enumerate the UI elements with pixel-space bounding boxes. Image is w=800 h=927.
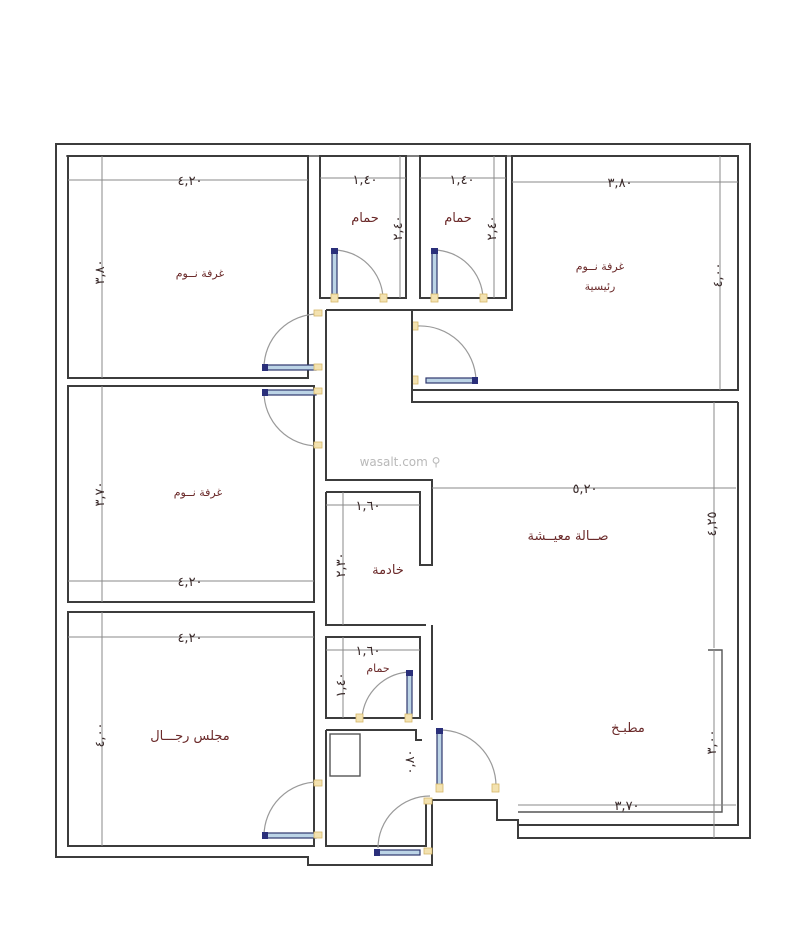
dimension-height: ٣,٨٠ [93, 259, 108, 284]
room-bedroom-mid-left: ٤,٢٠ ٣,٧٠ غرفة نــوم [67, 385, 323, 603]
entrance-dimension: ٠,٨٠ [403, 749, 418, 774]
room-label-2: رئيسية [585, 280, 616, 293]
dimension-width: ٥,٢٠ [572, 482, 597, 497]
dimension-height: ٤,٠٠ [711, 262, 726, 287]
dimension-width: ١,٦٠ [355, 644, 380, 659]
dimension-width: ١,٦٠ [355, 499, 380, 514]
room-label: مطبـخ [611, 721, 645, 736]
room-bedroom-top-left: ٤,٢٠ ٣,٨٠ غرفة نــوم [67, 155, 323, 379]
dimension-height: ٢,٣٠ [334, 552, 349, 577]
room-master-bedroom: ٣,٨٠ ٤,٠٠ غرفة نــوم رئيسية [411, 155, 739, 391]
dimension-height: ١,٤٠ [334, 672, 349, 697]
entrance-lobby: ٠,٨٠ [325, 729, 433, 856]
room-label: غرفة نــوم [174, 486, 223, 499]
dimension-width: ٣,٧٠ [614, 799, 639, 814]
room-label: حمام [366, 662, 389, 675]
dimension-width: ٤,٢٠ [177, 631, 202, 646]
room-label: حمام [444, 211, 472, 226]
dimension-width: ٤,٢٠ [177, 575, 202, 590]
dimension-width: ١,٤٠ [449, 173, 474, 188]
room-bathroom-3: ١,٦٠ ١,٤٠ حمام [325, 636, 421, 723]
dimension-height: ٤,٠٠ [93, 722, 108, 747]
room-mens-majlis: ٤,٢٠ ٤,٠٠ مجلس رجـــال [67, 611, 323, 847]
dimension-height: ٣,٧٠ [93, 481, 108, 506]
room-living-hall: ٥,٢٠ ٤,٢٥ صــالة معيــشة [431, 402, 739, 826]
room-label: غرفة نــوم [176, 267, 225, 280]
room-label: مجلس رجـــال [150, 729, 230, 744]
room-label: حمام [351, 211, 379, 226]
room-maid: ١,٦٠ ٢,٣٠ خادمة [325, 490, 433, 626]
dimension-height: ٣,٠٠ [705, 729, 720, 754]
dimension-height: ٢,٤٠ [391, 215, 406, 240]
room-label: صــالة معيــشة [527, 529, 608, 544]
room-bathroom-1: ١,٤٠ ٢,٤٠ حمام [319, 155, 407, 303]
room-bathroom-2: ١,٤٠ ٢,٤٠ حمام [419, 155, 507, 303]
dimension-width: ٣,٨٠ [607, 176, 632, 191]
room-label: خادمة [372, 563, 404, 578]
dimension-height: ٤,٢٥ [705, 511, 720, 536]
corridor: wasalt.com ⚲ [325, 309, 738, 490]
room-label: غرفة نــوم [576, 260, 625, 273]
dimension-width: ١,٤٠ [352, 173, 377, 188]
room-kitchen: ٣,٧٠ ٣,٠٠ مطبـخ [435, 649, 736, 838]
dimension-width: ٤,٢٠ [177, 174, 202, 189]
watermark: wasalt.com ⚲ [360, 455, 441, 469]
dimension-height: ٢,٤٠ [485, 215, 500, 240]
